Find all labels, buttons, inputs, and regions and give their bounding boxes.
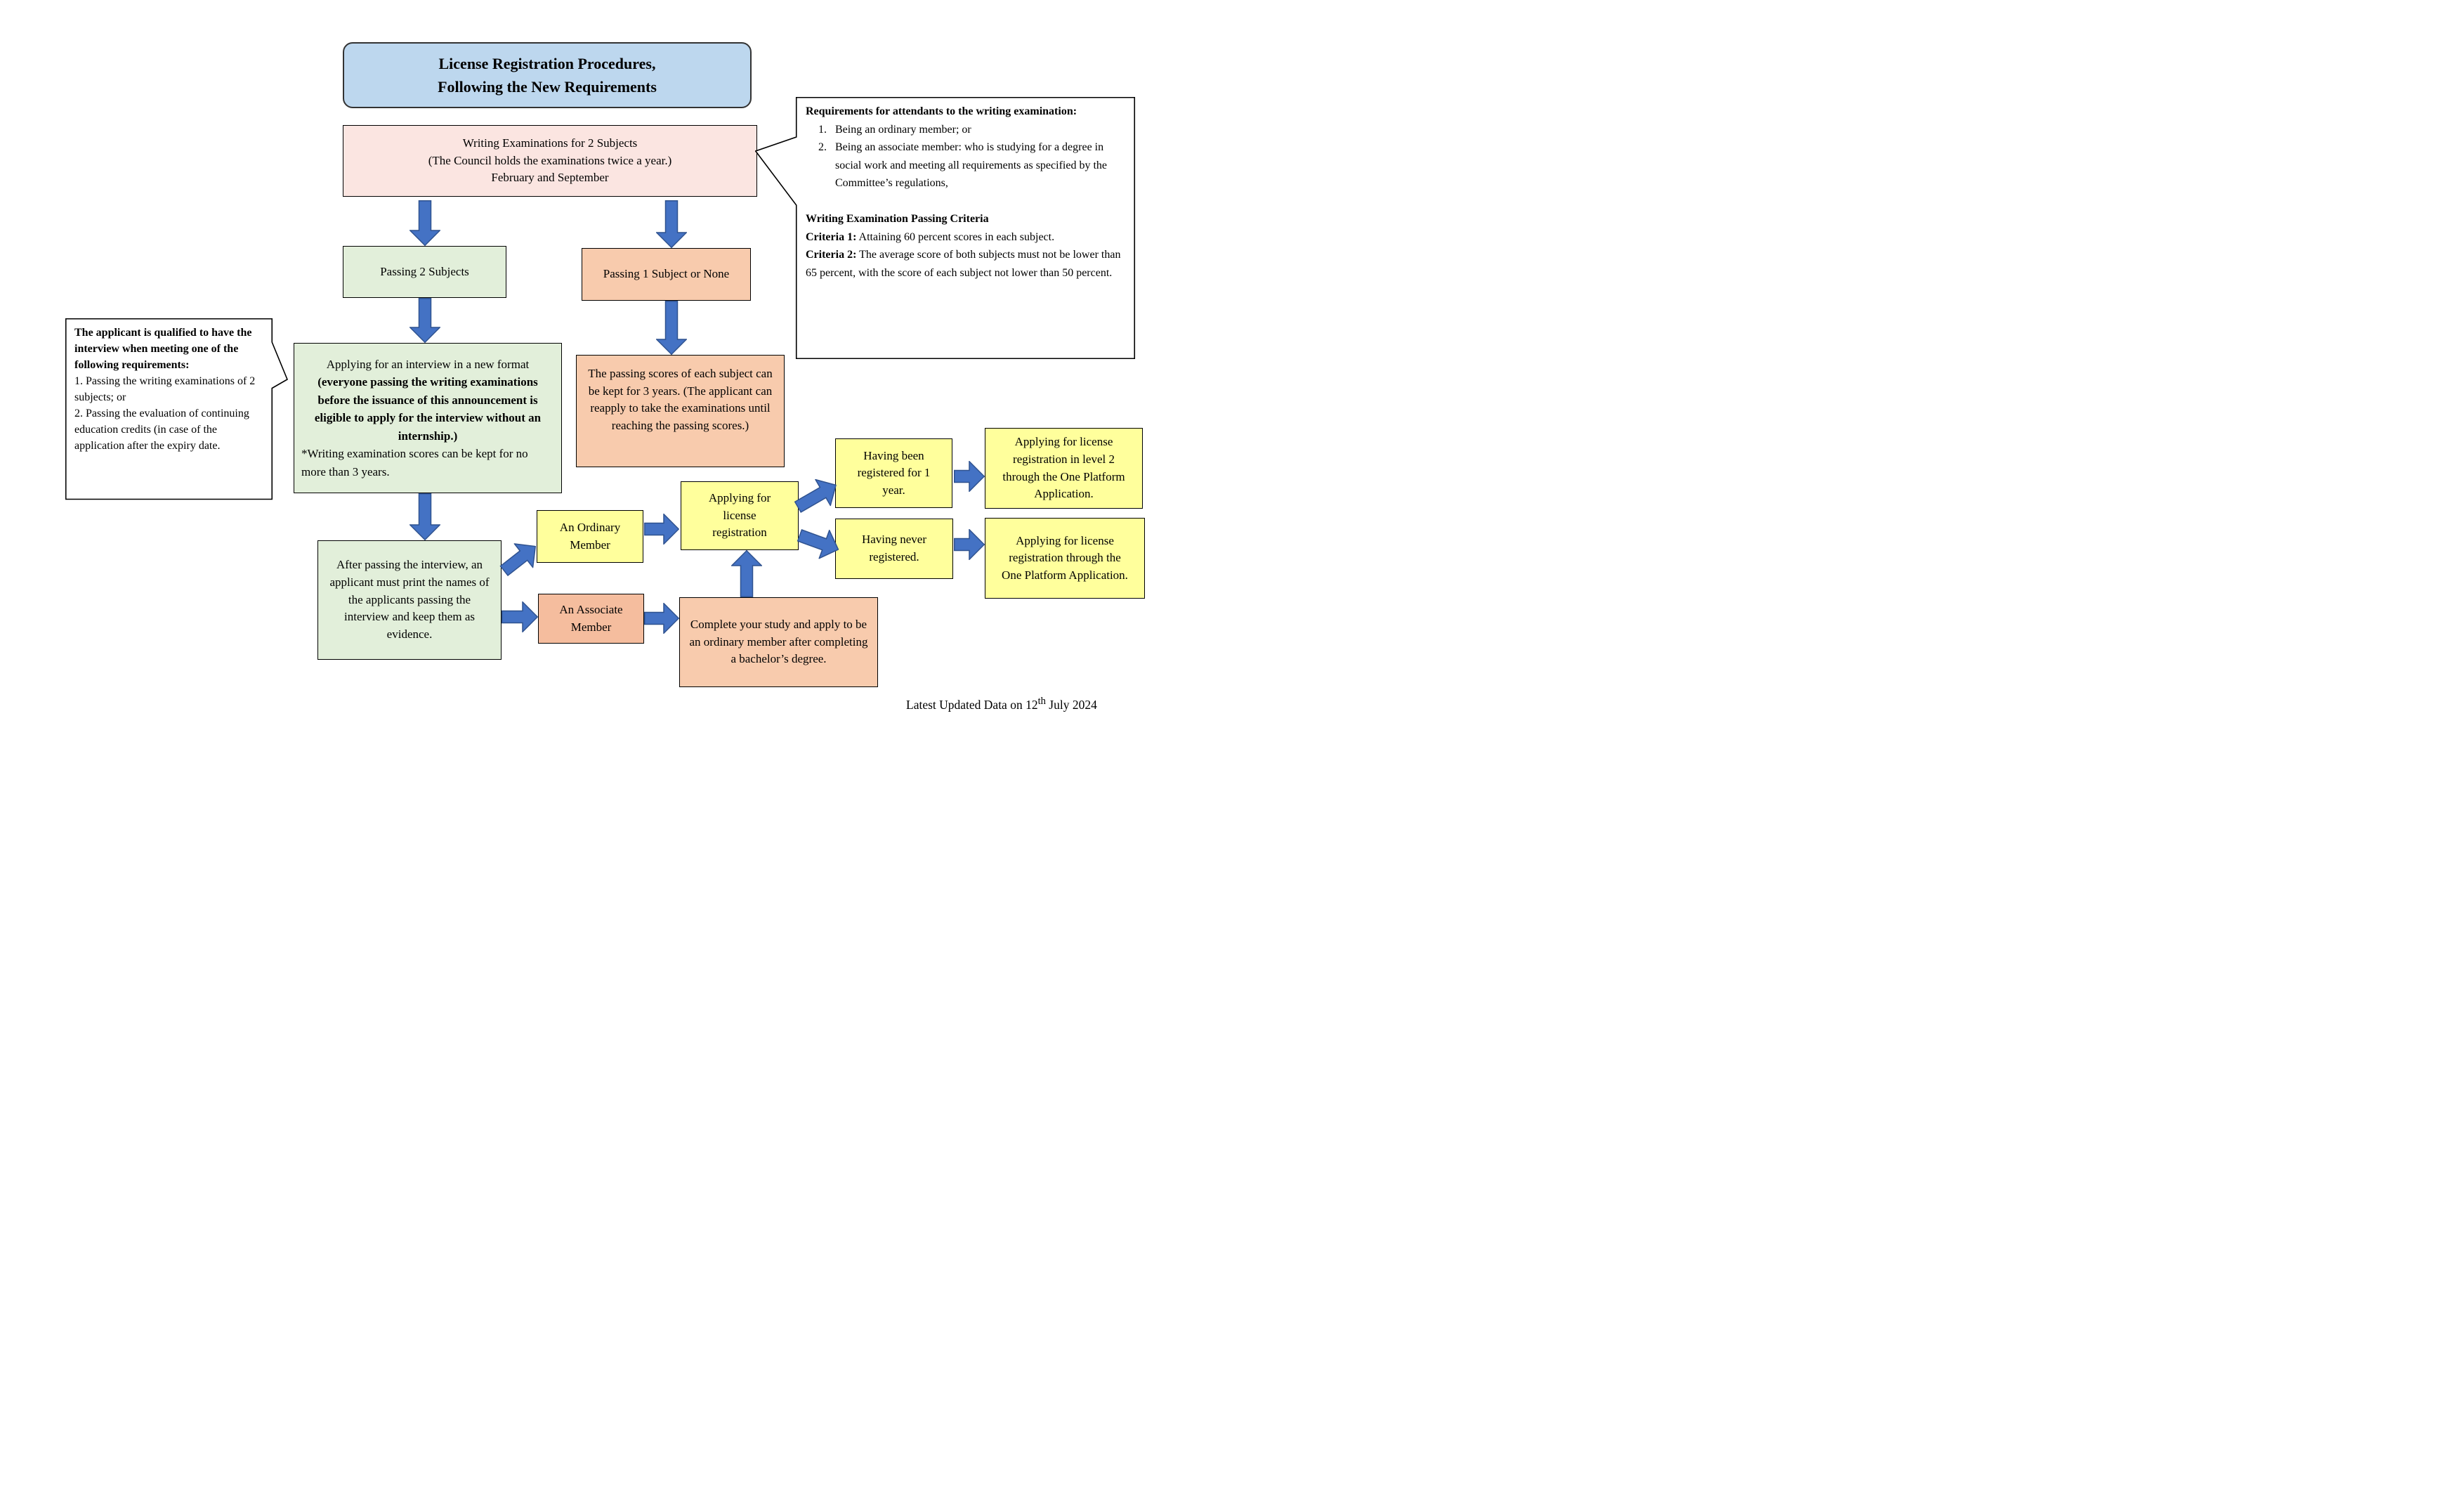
interview-normal-text: Applying for an interview in a new forma… [326, 357, 530, 371]
qualification-callout: The applicant is qualified to have the i… [74, 325, 266, 454]
associate-member-box: An Associate Member [538, 594, 644, 644]
criteria-1: Criteria 1: Attaining 60 percent scores … [806, 230, 1055, 243]
qualification-item-1: 1. Passing the writing examinations of 2… [74, 375, 256, 404]
arrow-writing-to-passing2 [409, 200, 440, 246]
arrow-writing-to-passing1 [656, 200, 687, 248]
arrow-never-to-oneplatform [954, 529, 985, 560]
ordinary-member-box: An Ordinary Member [537, 510, 643, 563]
writing-exam-line1: Writing Examinations for 2 Subjects [462, 136, 638, 150]
one-platform-box: Applying for license registration throug… [985, 518, 1145, 599]
arrow-passing2-to-interview [409, 298, 440, 343]
criteria-2: Criteria 2: The average score of both su… [806, 249, 1121, 279]
page-title-line2: Following the New Requirements [438, 78, 657, 96]
arrow-after-to-associate [502, 601, 538, 632]
requirements-callout: Requirements for attendants to the writi… [806, 103, 1127, 282]
arrow-interview-to-after [409, 493, 440, 540]
qualification-item-2: 2. Passing the evaluation of continuing … [74, 408, 249, 452]
flowchart-canvas: License Registration Procedures, Followi… [0, 0, 1232, 749]
interview-bold-text: (everyone passing the writing examinatio… [314, 375, 542, 443]
arrow-ordinary-to-license [644, 514, 679, 545]
page-title: License Registration Procedures, Followi… [343, 42, 752, 108]
qualification-callout-outline [65, 318, 289, 500]
passing-1-or-none-box: Passing 1 Subject or None [582, 248, 751, 301]
page-title-line1: License Registration Procedures, [438, 55, 656, 72]
license-registration-box: Applying for license registration [681, 481, 799, 550]
updated-date-text: Latest Updated Data on 12th July 2024 [906, 696, 1097, 712]
passing-2-subjects-box: Passing 2 Subjects [343, 246, 506, 298]
arrow-license-to-registered [794, 478, 837, 514]
requirements-item-1: 1. Being an ordinary member; or [818, 123, 971, 136]
writing-exam-line3: February and September [491, 171, 609, 185]
arrow-complete-to-license [731, 550, 762, 597]
requirements-item-2: 2. Being an associate member: who is stu… [818, 141, 1107, 190]
scores-kept-box: The passing scores of each subject can b… [576, 355, 785, 467]
requirements-callout-outline [755, 97, 1136, 360]
writing-examinations-box: Writing Examinations for 2 Subjects (The… [343, 125, 757, 197]
interview-note-text: *Writing examination scores can be kept … [301, 447, 528, 478]
criteria-heading: Writing Examination Passing Criteria [806, 212, 989, 225]
arrow-registered-to-level2 [954, 461, 985, 492]
complete-study-box: Complete your study and apply to be an o… [679, 597, 878, 687]
after-interview-evidence-box: After passing the interview, an applican… [317, 540, 502, 660]
arrow-after-to-ordinary [499, 542, 537, 577]
level2-one-platform-box: Applying for license registration in lev… [985, 428, 1143, 509]
never-registered-box: Having never registered. [835, 519, 953, 579]
arrow-associate-to-complete [644, 603, 679, 634]
writing-exam-line2: (The Council holds the examinations twic… [428, 153, 672, 167]
arrow-license-to-never [797, 528, 839, 560]
requirements-heading: Requirements for attendants to the writi… [806, 105, 1077, 117]
date-superscript: th [1037, 696, 1046, 707]
registered-1-year-box: Having been registered for 1 year. [835, 438, 952, 508]
arrow-passing1-to-scores [656, 301, 687, 355]
qualification-heading: The applicant is qualified to have the i… [74, 327, 252, 372]
interview-new-format-box: Applying for an interview in a new forma… [294, 343, 562, 493]
